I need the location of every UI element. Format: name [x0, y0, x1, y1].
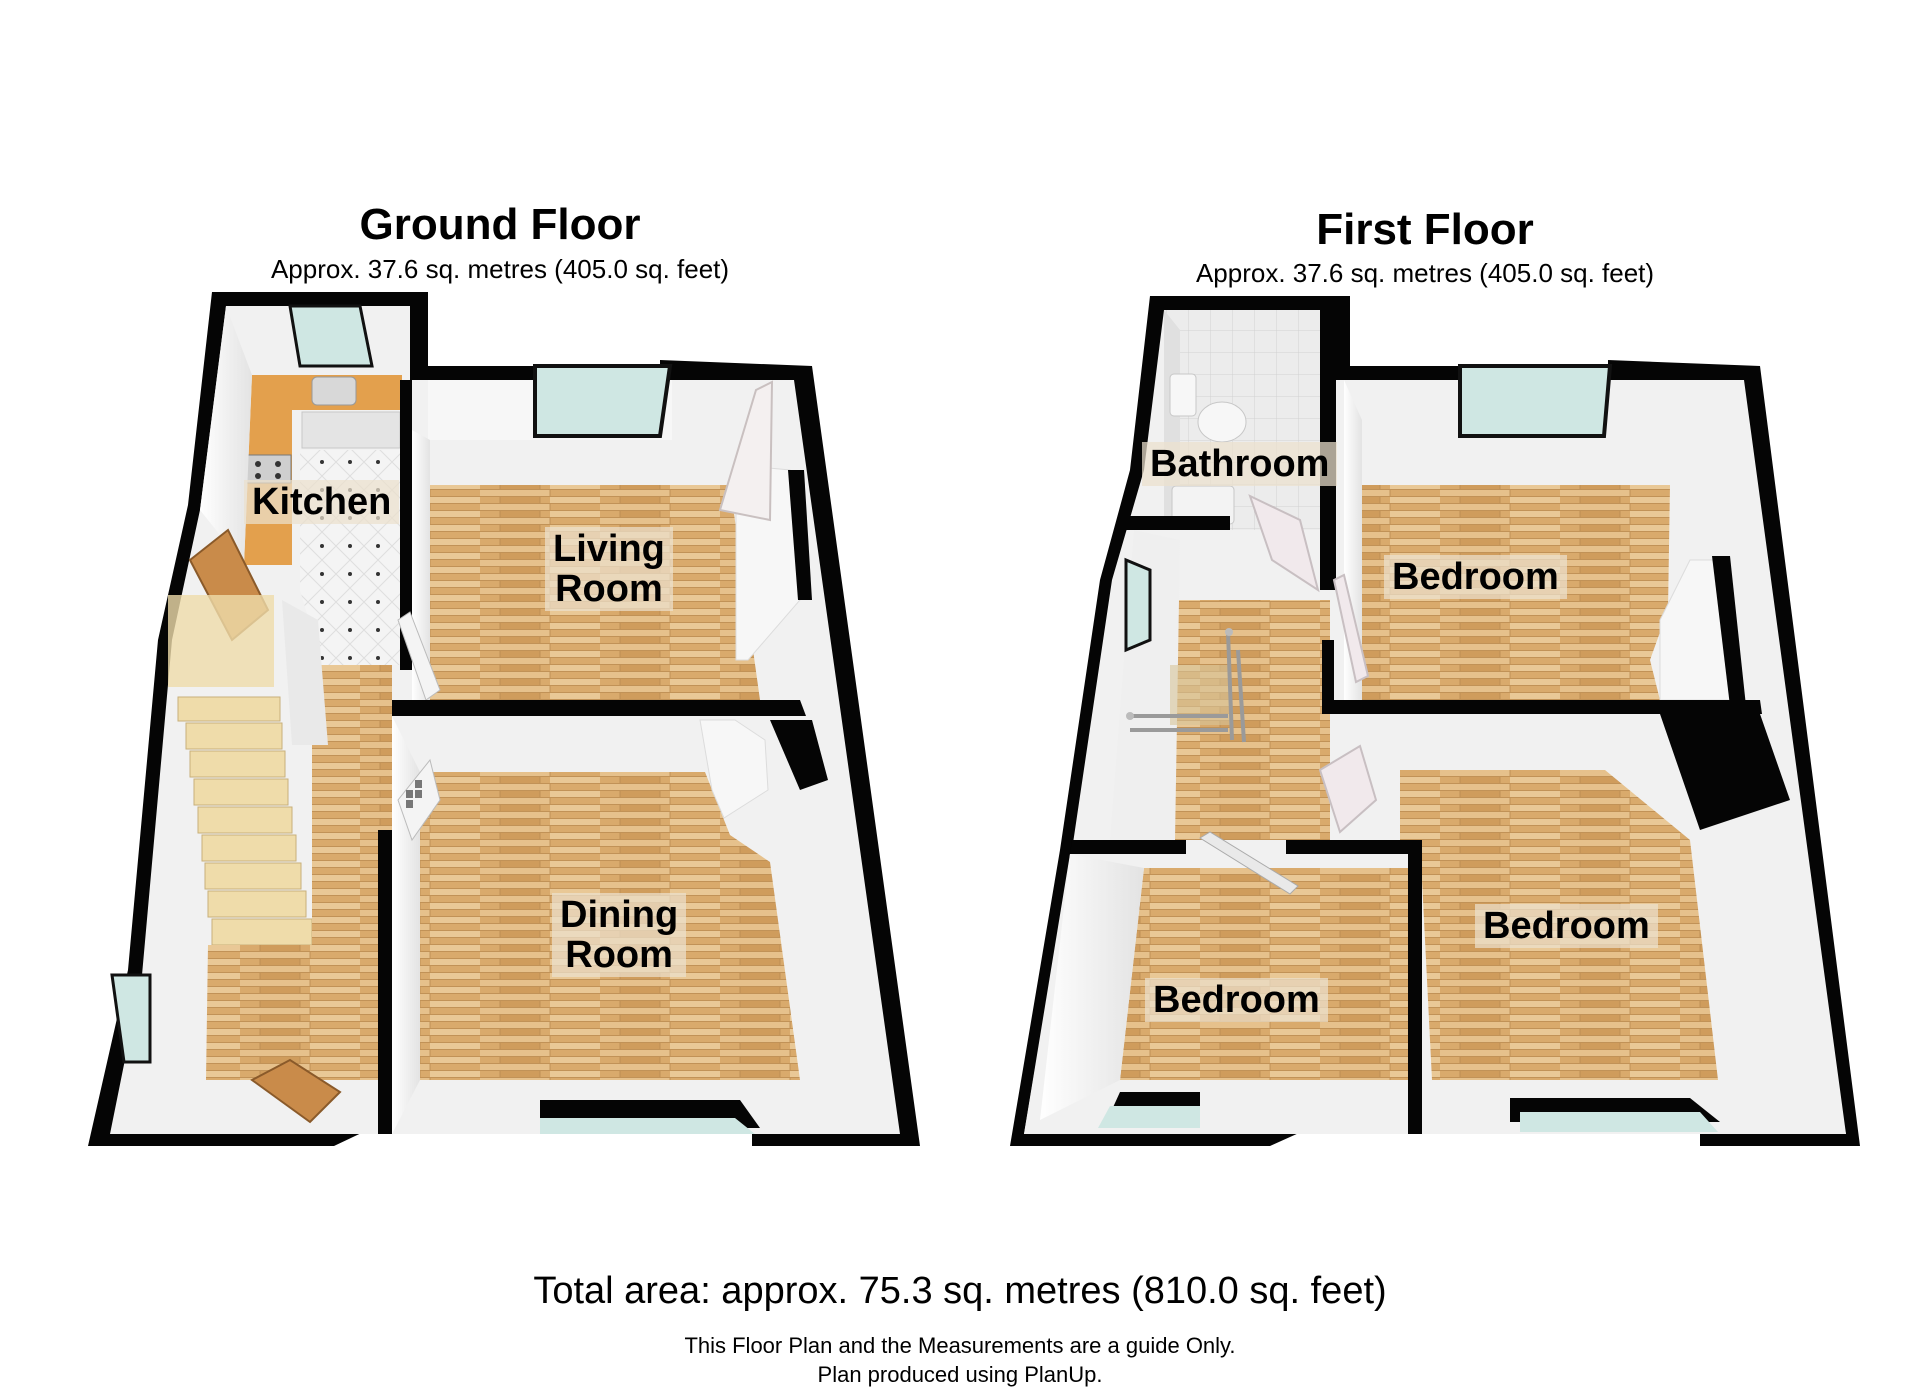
room-label-bedroom-1-text: Bedroom	[1392, 556, 1559, 598]
room-label-dining-line1: Dining	[560, 894, 679, 936]
first-floor-area: Approx. 37.6 sq. metres (405.0 sq. feet)	[1195, 258, 1655, 288]
room-label-living-line2: Room	[555, 568, 663, 610]
total-area: Total area: approx. 75.3 sq. metres (810…	[533, 1270, 1387, 1312]
room-label-dining-line2: Room	[565, 934, 673, 976]
room-label-bedroom-1: Bedroom	[1384, 555, 1567, 599]
room-label-bedroom-3: Bedroom	[1145, 978, 1328, 1022]
room-label-living-room: Living Room	[545, 527, 673, 611]
ground-floor-stairs	[168, 595, 313, 946]
room-label-bedroom-3-text: Bedroom	[1153, 979, 1320, 1021]
room-label-kitchen-text: Kitchen	[252, 481, 392, 523]
room-label-dining-room: Dining Room	[552, 893, 687, 977]
room-label-bathroom-text: Bathroom	[1150, 443, 1330, 485]
ground-floor-area: Approx. 37.6 sq. metres (405.0 sq. feet)	[270, 254, 730, 284]
room-label-living-line1: Living	[553, 528, 665, 570]
plan-credit: Plan produced using PlanUp.	[817, 1362, 1103, 1387]
room-label-kitchen: Kitchen	[244, 480, 400, 524]
ground-floor-plan	[88, 292, 920, 1146]
ground-floor-title: Ground Floor	[359, 200, 641, 249]
room-label-bathroom: Bathroom	[1142, 442, 1338, 486]
first-floor-title: First Floor	[1316, 205, 1534, 254]
disclaimer: This Floor Plan and the Measurements are…	[684, 1333, 1236, 1358]
room-label-bedroom-2: Bedroom	[1475, 904, 1658, 948]
room-label-bedroom-2-text: Bedroom	[1483, 905, 1650, 947]
first-floor-plan	[1010, 296, 1860, 1146]
